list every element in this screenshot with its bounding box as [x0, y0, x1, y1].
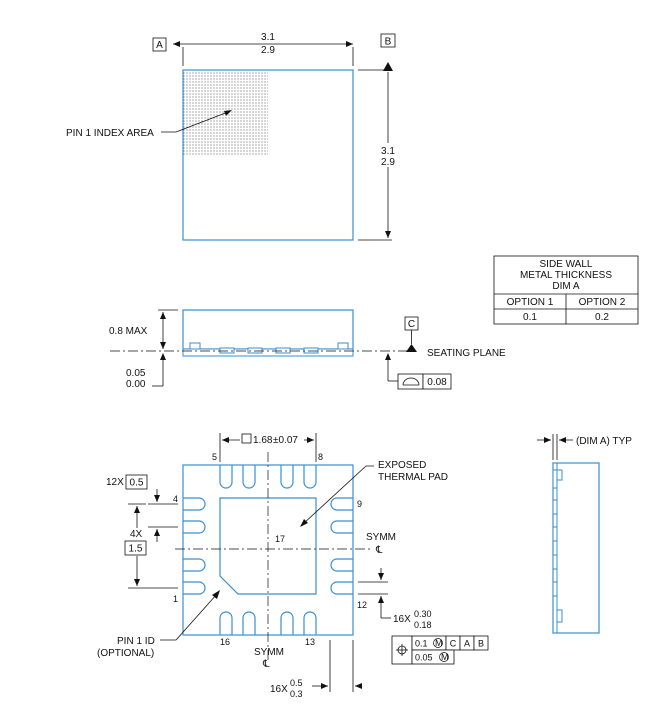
pin-label-16: 16: [220, 637, 230, 647]
pitch-count: 12X: [106, 477, 124, 488]
lead-width-count: 16X: [393, 614, 411, 625]
mmc-icon-2: [439, 652, 449, 662]
centerline-symbol-right: ℄: [375, 545, 383, 556]
flatness-icon: [402, 377, 420, 386]
symm-bottom-label: SYMM: [254, 647, 284, 658]
fcf-row1-datum-c: C: [450, 639, 457, 649]
exposed-pad-line-2: THERMAL PAD: [378, 472, 448, 483]
bottom-view: 1.68 ±0.07 5 8 4 1 9 12 13 16 17 EXPOSED…: [97, 433, 489, 699]
lead-length-count: 16X: [270, 684, 288, 695]
thermal-pad: [219, 497, 317, 595]
wall-leads: [552, 469, 563, 623]
centerline-symbol-bottom: ℄: [262, 659, 270, 670]
table-header-option-2: OPTION 2: [579, 297, 626, 308]
width-max: 3.1: [261, 32, 275, 43]
fcf-row1-tolerance: 0.1: [415, 639, 428, 649]
lead-width-min: 0.18: [414, 620, 432, 630]
pin-label-4: 4: [173, 494, 178, 504]
pin-label-8: 8: [318, 452, 323, 462]
pad-dim-tolerance: ±0.07: [273, 435, 298, 446]
side-leads: [189, 342, 349, 354]
height-min: 2.9: [381, 157, 395, 168]
table-header-option-1: OPTION 1: [507, 297, 554, 308]
standoff-max: 0.05: [126, 368, 146, 379]
pin-label-17: 17: [275, 534, 285, 544]
dim-a-typ-label: (DIM A) TYP: [576, 436, 632, 447]
pin1-index-label: PIN 1 INDEX AREA: [66, 128, 154, 139]
table-title-line-1: SIDE WALL: [540, 259, 593, 270]
lead-width-max: 0.30: [414, 609, 432, 619]
datum-c-label: C: [408, 319, 415, 330]
pin-label-5: 5: [212, 452, 217, 462]
pin-label-12: 12: [357, 600, 367, 610]
top-view: A 3.1 2.9 B 3.1 2.9 PIN 1 INDEX AREA: [66, 32, 399, 241]
fcf-row2-tolerance: 0.05: [415, 653, 433, 663]
height-max-label: 0.8 MAX: [109, 326, 148, 337]
exposed-pad-line-1: EXPOSED: [378, 460, 426, 471]
mmc-icon: [433, 638, 443, 648]
side-view: 0.8 MAX 0.05 0.00 C SEATING PLANE 0.08: [109, 309, 506, 390]
datum-b-box: [380, 33, 396, 48]
datum-b-label: B: [385, 37, 392, 48]
feature-control-frame: 0.1 M C A B 0.05 M: [391, 635, 489, 665]
pin-label-13: 13: [305, 637, 315, 647]
svg-text:M: M: [435, 638, 443, 648]
lead-length-min: 0.3: [290, 689, 303, 699]
basic-dim-box: [241, 433, 252, 444]
pin-label-9: 9: [357, 499, 362, 509]
lead-length-max: 0.5: [290, 678, 303, 688]
table-value-option-2: 0.2: [595, 312, 609, 323]
span-count: 4X: [130, 529, 143, 540]
table-title-line-2: METAL THICKNESS: [520, 270, 612, 281]
pitch-value: 0.5: [130, 478, 144, 489]
flatness-value: 0.08: [427, 377, 447, 388]
svg-text:M: M: [441, 652, 449, 662]
pad-dim-value: 1.68: [253, 435, 273, 446]
symm-right-label: SYMM: [366, 532, 396, 543]
height-max: 3.1: [381, 146, 395, 157]
package-outline-side: [182, 309, 354, 350]
seating-plane-label: SEATING PLANE: [427, 348, 506, 359]
table-value-option-1: 0.1: [523, 312, 537, 323]
table-title-line-3: DIM A: [552, 281, 580, 292]
side-wall-outline: [552, 462, 600, 634]
width-min: 2.9: [261, 45, 275, 56]
datum-a-label: A: [156, 40, 163, 51]
fcf-row1-datum-a: A: [464, 639, 470, 649]
pin1-id-line-1: PIN 1 ID: [117, 636, 155, 647]
fcf-row1-datum-b: B: [478, 639, 484, 649]
dim-a-table: SIDE WALL METAL THICKNESS DIM A OPTION 1…: [493, 255, 639, 325]
side-wall-view: (DIM A) TYP: [537, 434, 632, 634]
standoff-min: 0.00: [126, 379, 146, 390]
bottom-leads: [183, 465, 353, 635]
span-value: 1.5: [129, 544, 143, 555]
pin-label-1: 1: [173, 594, 178, 604]
pin1-id-line-2: (OPTIONAL): [97, 648, 154, 659]
datum-a-box: [152, 37, 167, 52]
